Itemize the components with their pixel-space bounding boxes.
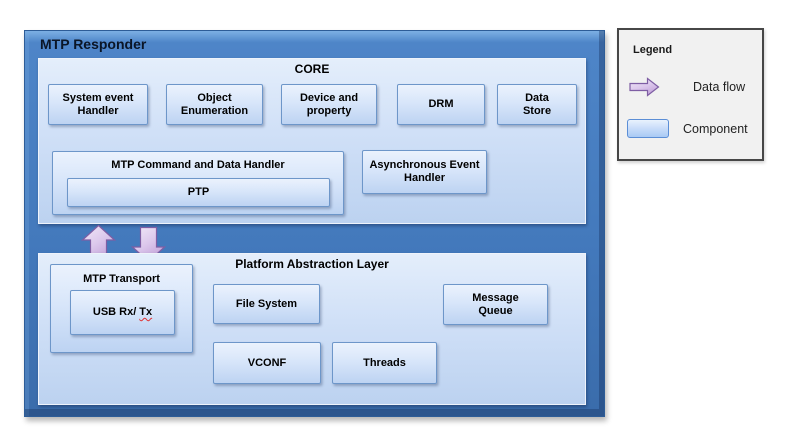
legend-component-label: Component bbox=[683, 122, 748, 136]
legend-data-flow-label: Data flow bbox=[693, 80, 746, 94]
usb-tx-misspelled-label: Tx bbox=[139, 306, 153, 318]
mtp-responder-title: MTP Responder bbox=[40, 36, 147, 52]
ptp-box: PTP bbox=[67, 178, 330, 207]
data-flow-arrow-icon bbox=[629, 77, 660, 97]
pal-component-message-queue: Message Queue bbox=[443, 284, 548, 325]
async-event-handler-box: Asynchronous Event Handler bbox=[362, 150, 487, 194]
core-component-device-and-property: Device and property bbox=[281, 84, 377, 125]
core-component-data-store: Data Store bbox=[497, 84, 577, 125]
legend-box: Legend Data flow Component bbox=[617, 28, 764, 161]
component-swatch-icon bbox=[627, 119, 669, 138]
usb-rx-tx-box: USB Rx/ Tx bbox=[70, 290, 175, 335]
core-panel-title: CORE bbox=[294, 62, 330, 76]
core-component-object-enumeration: Object Enumeration bbox=[166, 84, 263, 125]
legend-title: Legend bbox=[633, 44, 673, 56]
pal-component-threads: Threads bbox=[332, 342, 437, 384]
usb-rx-tx-label: USB Rx/ bbox=[92, 306, 137, 318]
core-component-drm: DRM bbox=[397, 84, 485, 125]
core-component-system-event-handler: System event Handler bbox=[48, 84, 148, 125]
pal-component-vconf: VCONF bbox=[213, 342, 321, 384]
pal-component-file-system: File System bbox=[213, 284, 320, 324]
pal-panel-title: Platform Abstraction Layer bbox=[235, 257, 389, 271]
